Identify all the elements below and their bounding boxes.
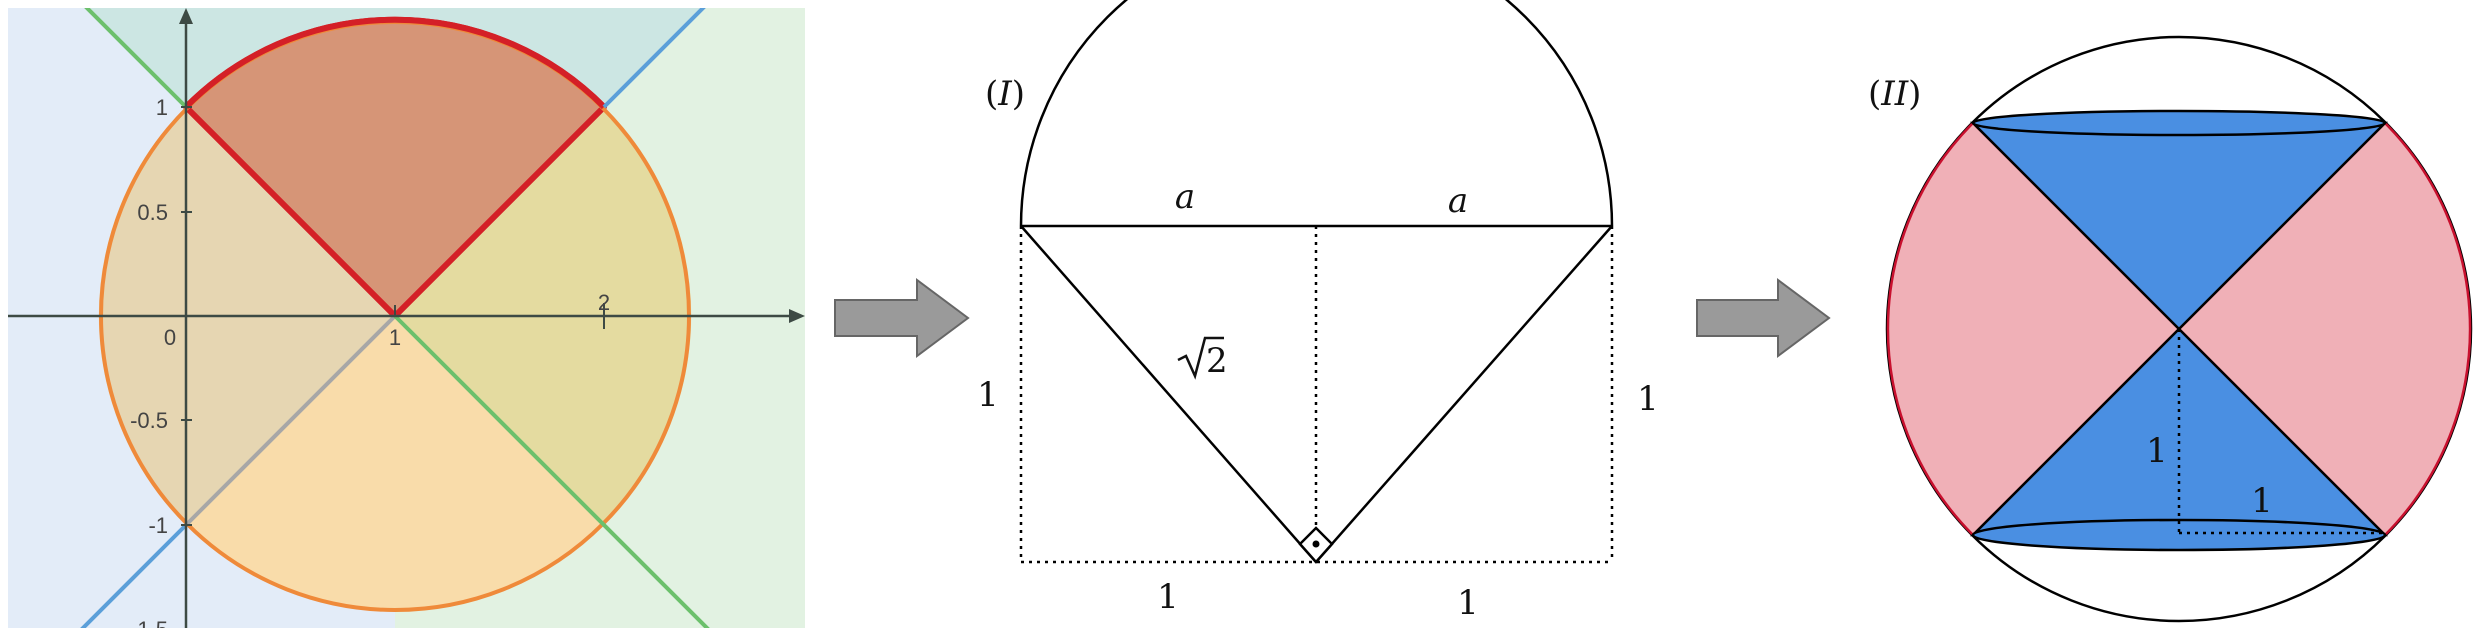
sector-arc-outline bbox=[183, 16, 607, 110]
y-axis-arrow-icon bbox=[179, 8, 193, 24]
line-blue-lower bbox=[80, 523, 188, 628]
label-a-right: a bbox=[1448, 181, 1468, 221]
coordinate-plot: 0 1 2 1 0.5 -0.5 -1 -1.5 bbox=[8, 8, 805, 639]
transition-arrow-2 bbox=[1696, 278, 1831, 358]
y-tick-label-1: 1 bbox=[156, 95, 168, 120]
label-cone-height: 1 bbox=[2146, 431, 2168, 471]
panel-i-dotted-guides bbox=[1019, 226, 1614, 564]
panel-i-arc bbox=[1019, 0, 1614, 227]
line-grey bbox=[184, 314, 397, 527]
panel-i-side-left bbox=[1020, 225, 1317, 563]
transition-arrow-1 bbox=[834, 278, 970, 358]
sphere-side-left bbox=[1886, 121, 2181, 537]
line-green-lower bbox=[393, 314, 710, 628]
x-axis-arrow-icon bbox=[789, 309, 805, 323]
panel-ii-diagram: (II) 1 1 bbox=[1868, 35, 2473, 623]
line-blue-upper bbox=[602, 8, 706, 109]
right-angle-dot-icon bbox=[1312, 540, 1320, 548]
label-base-left: 1 bbox=[1157, 577, 1179, 617]
cone-upper-base bbox=[1971, 109, 2387, 137]
sqrt-sign-icon bbox=[1177, 336, 1224, 380]
label-a-left: a bbox=[1175, 177, 1195, 217]
panel-i-tag: (I) bbox=[985, 74, 1025, 114]
y-tick-label-0-5: 0.5 bbox=[137, 200, 168, 225]
panel-i-diagram: (I) a a 2 1 1 1 1 bbox=[977, 0, 1659, 623]
panel-ii-tag: (II) bbox=[1868, 74, 1921, 114]
x-tick-label-0: 0 bbox=[164, 325, 176, 350]
label-cone-radius: 1 bbox=[2251, 481, 2273, 521]
sphere-side-right bbox=[2177, 121, 2472, 537]
sqrt-radicand: 2 bbox=[1206, 341, 1228, 381]
panel-ii-dotted-guides bbox=[2177, 329, 2383, 535]
line-green-upper bbox=[84, 8, 188, 109]
y-tick-label-neg-1: -1 bbox=[148, 513, 168, 538]
x-tick-label-1: 1 bbox=[389, 325, 401, 350]
x-ticks bbox=[394, 303, 605, 329]
y-tick-label-neg-0-5: -0.5 bbox=[130, 408, 168, 433]
label-height-left: 1 bbox=[977, 375, 999, 415]
label-base-right: 1 bbox=[1457, 583, 1479, 623]
cone-lower-base bbox=[1971, 518, 2387, 552]
y-ticks bbox=[181, 106, 192, 526]
panel-i-side-right bbox=[1315, 225, 1613, 563]
label-height-right: 1 bbox=[1637, 379, 1659, 419]
label-sqrt2: 2 bbox=[1177, 336, 1228, 381]
y-tick-label-neg-1-5: -1.5 bbox=[130, 617, 168, 639]
x-tick-label-2: 2 bbox=[598, 290, 610, 315]
